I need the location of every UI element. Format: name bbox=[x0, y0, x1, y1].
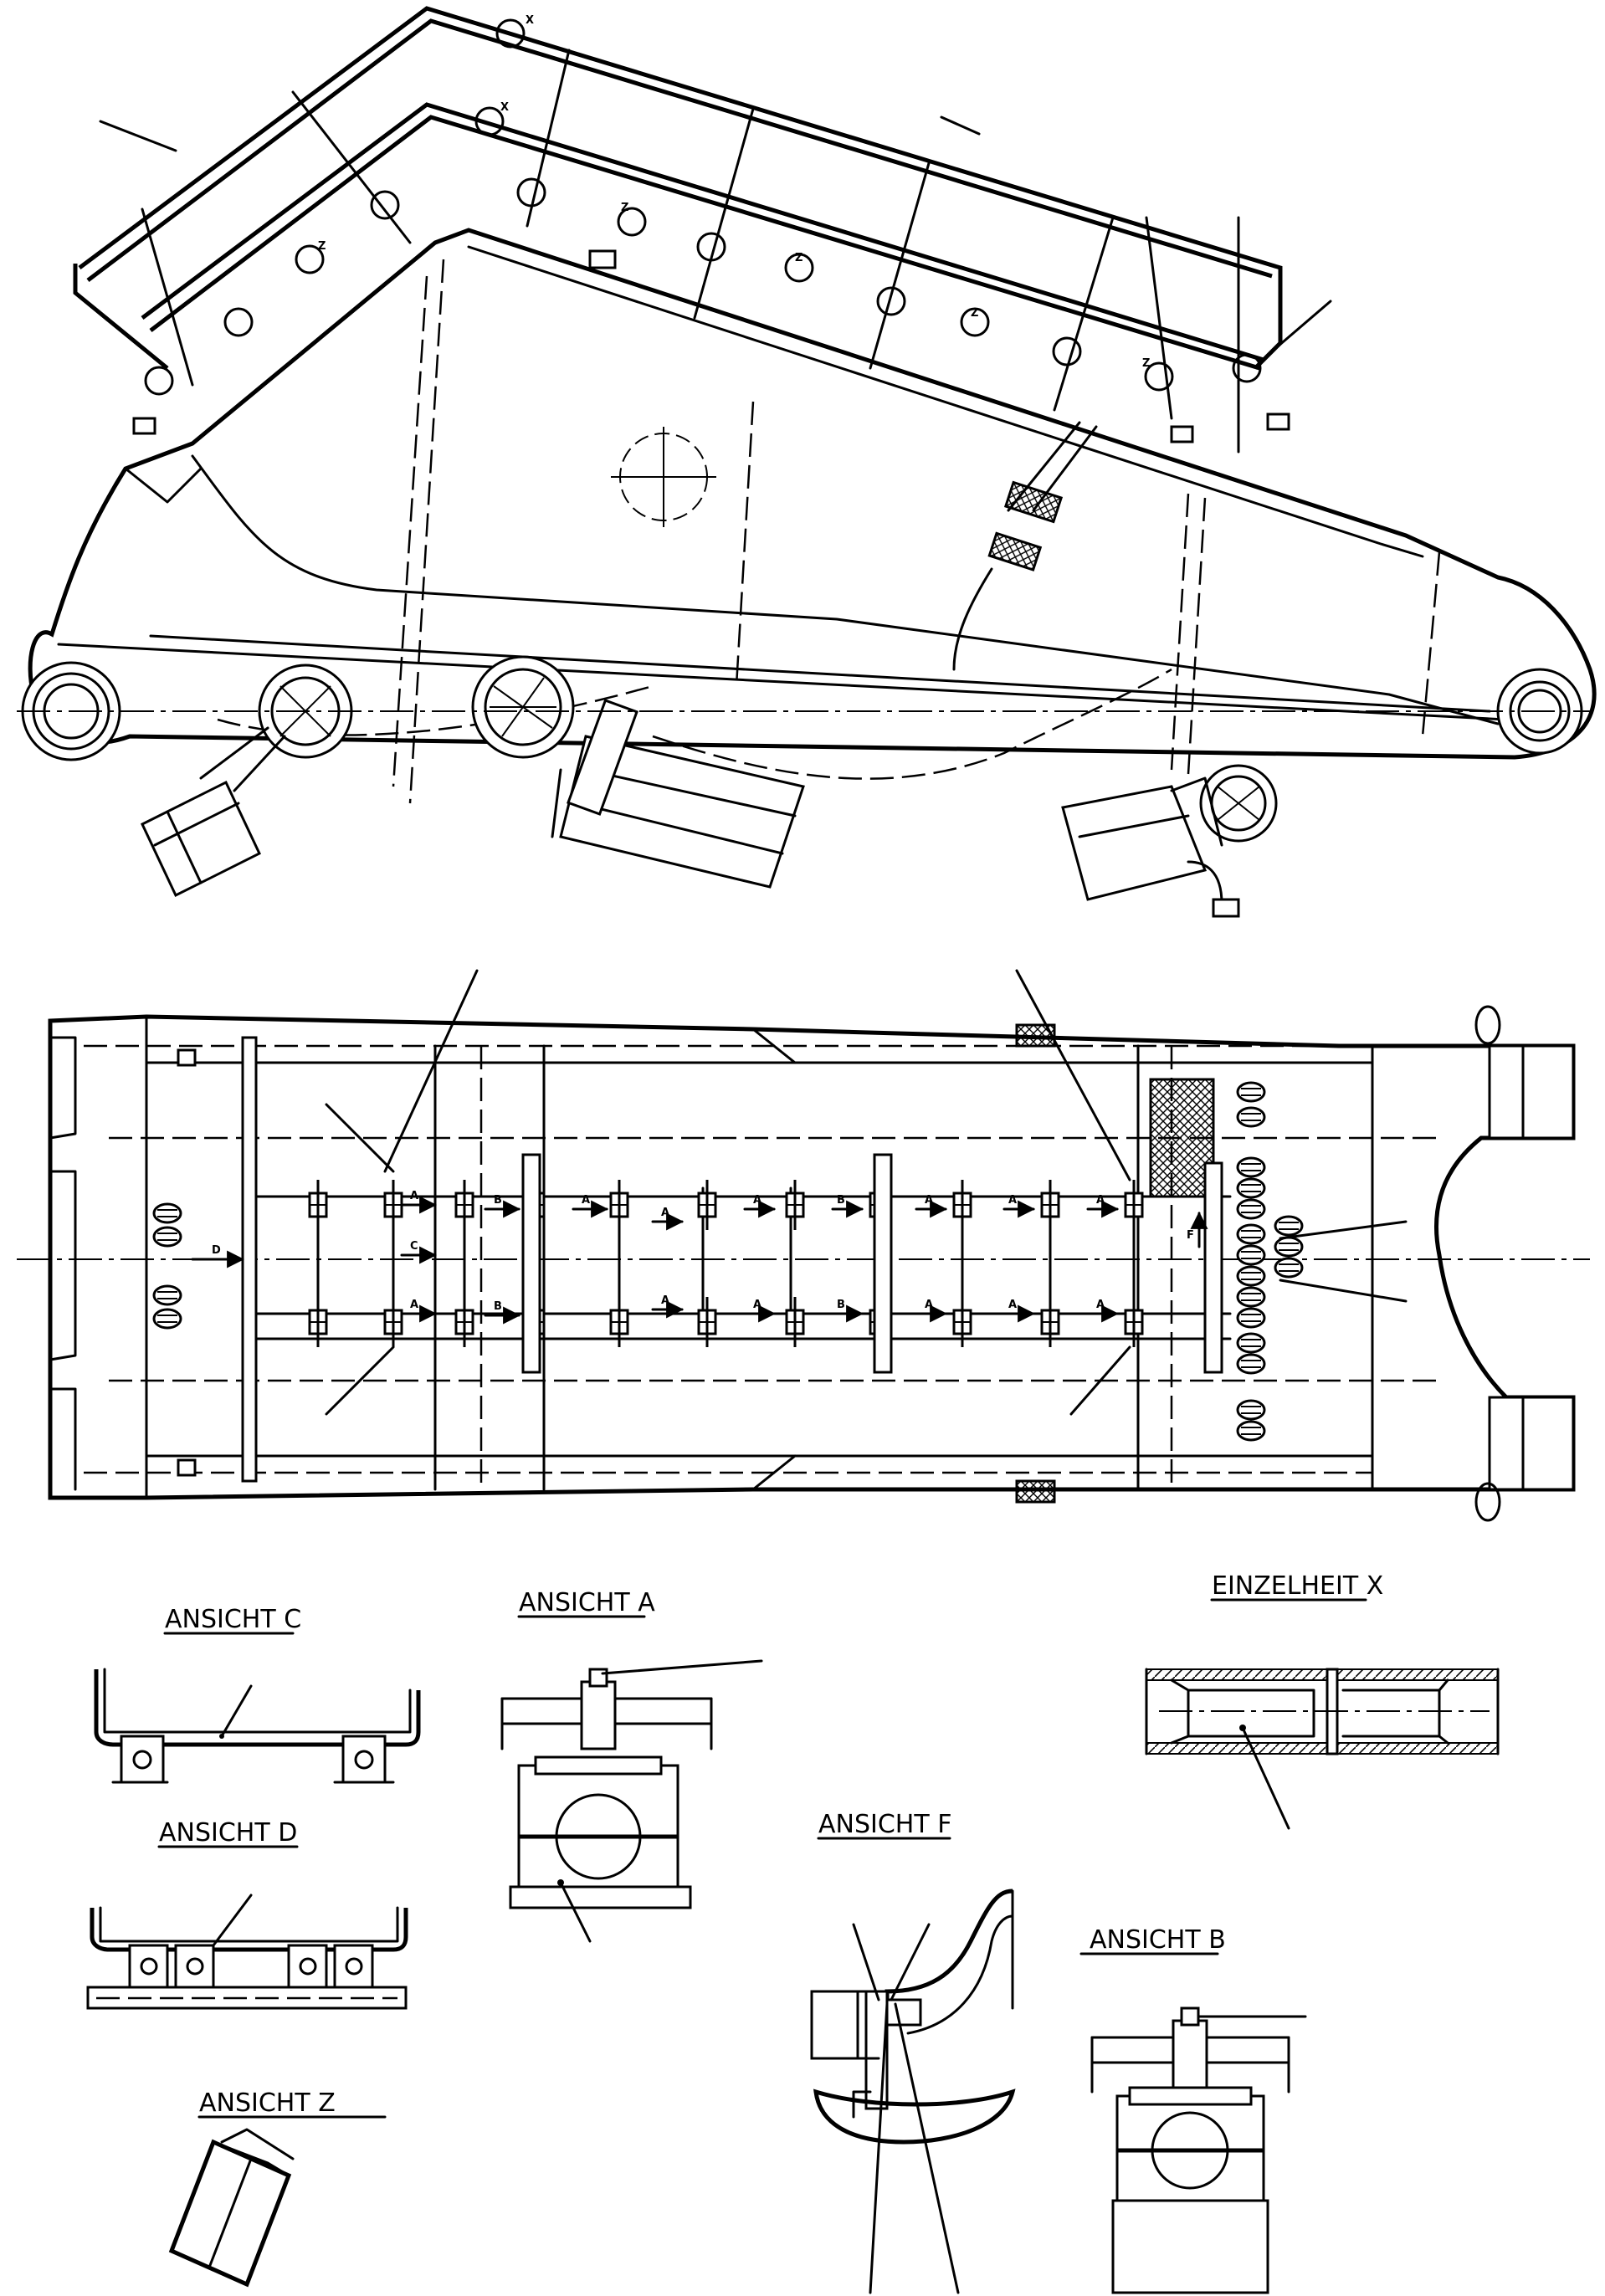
marker-b: B bbox=[494, 1300, 502, 1313]
oval-fittings bbox=[152, 1081, 1304, 1442]
view-title-ansicht-c: ANSICHT C bbox=[165, 1605, 301, 1634]
marker-z: Z bbox=[1142, 357, 1150, 370]
marker-b: B bbox=[837, 1194, 845, 1207]
marker-a: A bbox=[753, 1299, 761, 1311]
view-einzelheit-x: EINZELHEIT X bbox=[1145, 1571, 1500, 1830]
marker-z: Z bbox=[795, 252, 802, 264]
marker-d: D bbox=[212, 1244, 221, 1257]
marker-a: A bbox=[925, 1194, 933, 1207]
view-ansicht-z: ANSICHT Z bbox=[168, 2088, 387, 2288]
cylinder-block-left bbox=[141, 726, 286, 898]
flow-arrow-letters: D C A A B B A A A A A B B A A A A A A F bbox=[212, 1190, 1194, 1313]
marker-x: X bbox=[500, 101, 509, 114]
view-title-ansicht-z: ANSICHT Z bbox=[199, 2088, 336, 2118]
view-title-einzelheit-x: EINZELHEIT X bbox=[1212, 1571, 1383, 1601]
flow-arrows bbox=[191, 1196, 1208, 1325]
pin-boss-lower-right bbox=[1199, 764, 1278, 843]
marker-a: A bbox=[661, 1207, 669, 1219]
marker-a: A bbox=[753, 1194, 761, 1207]
view-title-ansicht-a: ANSICHT A bbox=[519, 1588, 655, 1617]
cylinder-block-middle bbox=[551, 699, 805, 889]
view-ansicht-a: ANSICHT A bbox=[500, 1588, 763, 1943]
marker-a: A bbox=[661, 1294, 669, 1307]
view-title-ansicht-b: ANSICHT B bbox=[1090, 1925, 1226, 1955]
marker-a: A bbox=[410, 1190, 418, 1202]
handrail bbox=[73, 6, 1332, 454]
boom-plan-view: D C A A B B A A A A A B B A A A A A A F bbox=[17, 969, 1590, 1522]
boom-side-view bbox=[17, 228, 1597, 918]
marker-b: B bbox=[494, 1194, 502, 1207]
marker-c: C bbox=[410, 1240, 418, 1253]
marker-a: A bbox=[925, 1299, 933, 1311]
marker-z: Z bbox=[621, 202, 628, 214]
marker-b: B bbox=[837, 1299, 845, 1311]
marker-a: A bbox=[1008, 1299, 1017, 1311]
top-view-markers: X X Z Z Z Z Z bbox=[318, 14, 1150, 370]
marker-z: Z bbox=[318, 240, 326, 253]
marker-x: X bbox=[526, 14, 534, 27]
marker-a: A bbox=[1008, 1194, 1017, 1207]
view-ansicht-b: ANSICHT B bbox=[1079, 1925, 1307, 2294]
rail-circles bbox=[144, 18, 1262, 396]
centre-mark bbox=[611, 427, 716, 527]
marker-f: F bbox=[1187, 1229, 1194, 1242]
cross-member-bolts bbox=[308, 1178, 1223, 1349]
view-ansicht-c: ANSICHT C bbox=[94, 1605, 421, 1784]
view-ansicht-d: ANSICHT D bbox=[86, 1818, 408, 2010]
view-title-ansicht-d: ANSICHT D bbox=[159, 1818, 297, 1848]
pin-boss-3 bbox=[471, 655, 575, 759]
view-title-ansicht-f: ANSICHT F bbox=[818, 1810, 951, 1839]
view-ansicht-f: ANSICHT F bbox=[810, 1810, 1016, 2294]
cylinder-block-right bbox=[1061, 776, 1240, 918]
marker-a: A bbox=[1096, 1299, 1105, 1311]
marker-a: A bbox=[1096, 1194, 1105, 1207]
pipe-clamps-top bbox=[132, 249, 1290, 671]
marker-a: A bbox=[582, 1194, 590, 1207]
marker-a: A bbox=[410, 1299, 418, 1311]
marker-z: Z bbox=[971, 307, 978, 320]
